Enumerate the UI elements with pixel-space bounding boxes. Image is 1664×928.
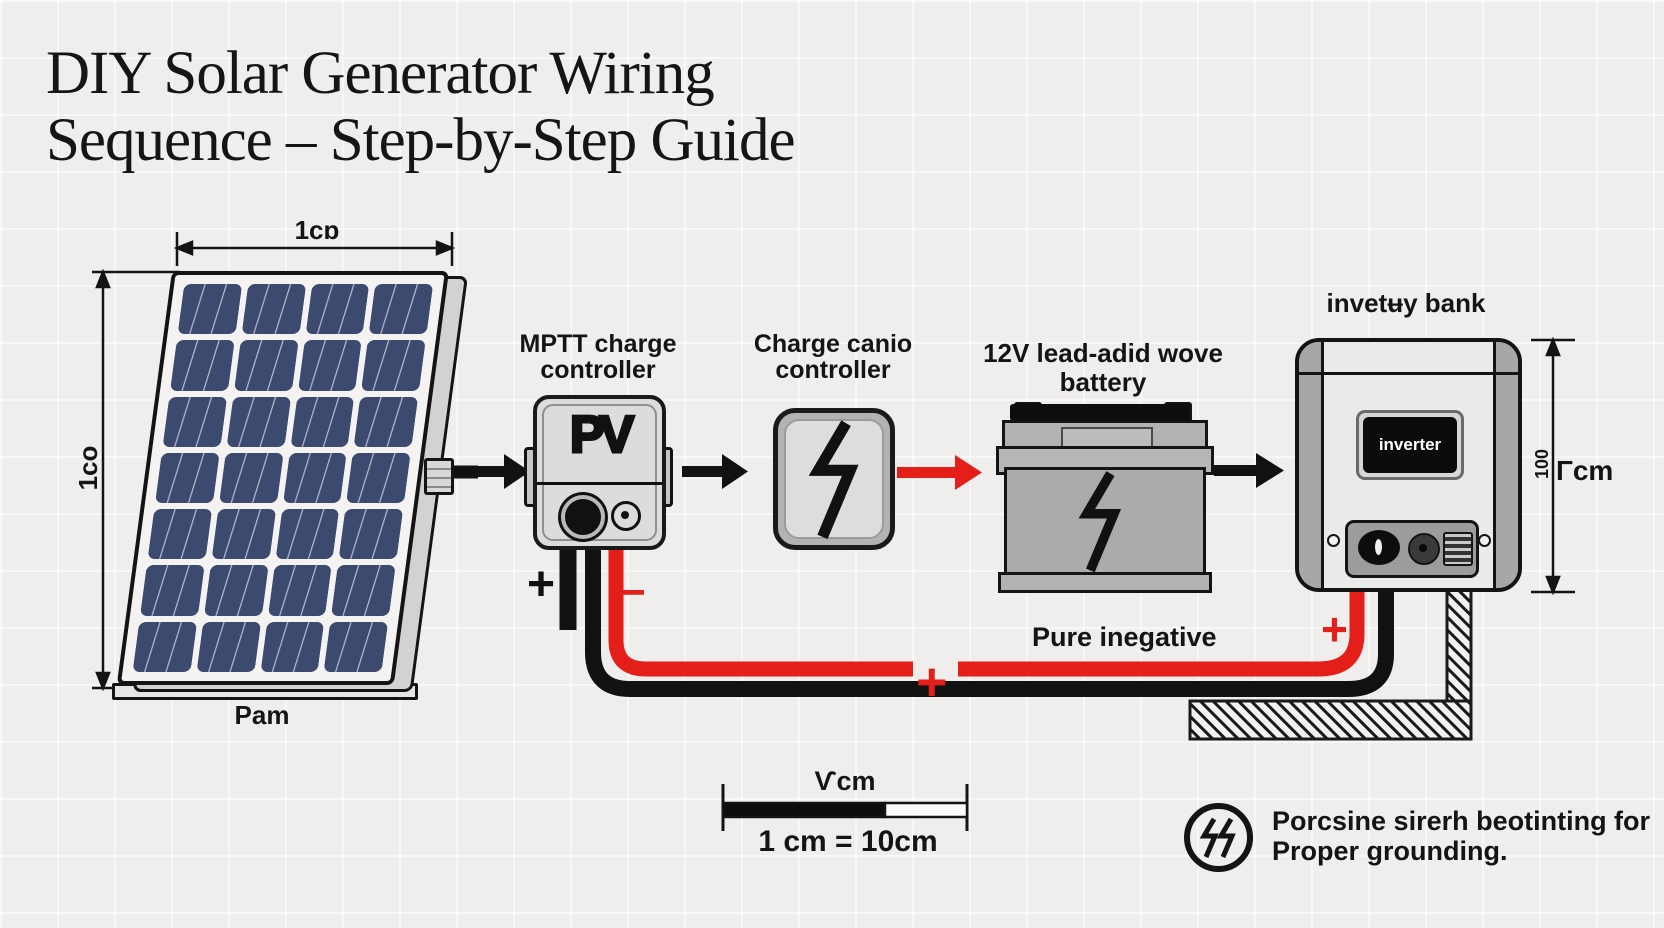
inverter-label: invetʉy bank	[1326, 288, 1486, 318]
negative-wire-label: Pure inegative	[1032, 622, 1217, 652]
solar-cell	[305, 284, 370, 335]
title-line-2: Sequence – Step-by-Step Guide	[46, 107, 796, 174]
solar-cell	[132, 621, 197, 672]
inverter-control-panel	[1345, 520, 1479, 578]
scale-bar-label: Ѵcm	[814, 766, 876, 796]
solar-panel-junction-box	[424, 458, 454, 495]
mppt-label-line-2: controller	[540, 356, 656, 384]
mppt-label-line-1: MPTT charge	[519, 330, 677, 358]
inverter-screen: inverter	[1363, 417, 1457, 473]
grounding-note-line-2: Proper grounding.	[1272, 836, 1508, 866]
solar-cell	[275, 509, 340, 560]
flow-arrow-3	[1214, 453, 1284, 488]
charge-controller	[773, 408, 895, 550]
solar-cell	[331, 565, 396, 616]
inverter-vent-icon	[1443, 532, 1473, 566]
inverter-screw-right	[1478, 534, 1491, 547]
solar-cell	[259, 621, 325, 672]
solar-cell	[177, 284, 243, 335]
solar-cell	[346, 452, 411, 504]
flow-arrow-2	[682, 454, 748, 489]
panel-height-label: 1co	[72, 445, 103, 491]
inverter: inverter	[1295, 338, 1522, 592]
battery-label-line-2: battery	[1059, 367, 1147, 397]
mppt-plus-sign: +	[527, 558, 556, 611]
solar-cell	[323, 621, 389, 672]
solar-cell	[233, 340, 299, 391]
inverter-screw-left	[1327, 534, 1340, 547]
solar-cell	[170, 340, 235, 391]
solar-cell	[140, 565, 205, 616]
negative-wire-black	[585, 545, 1394, 697]
mppt-divider	[537, 482, 662, 485]
mppt-minus-sign: −	[620, 568, 646, 617]
battery-label: 12V lead-adid wove battery	[968, 339, 1238, 397]
grounding-note: Porcsine sirerh beotinting for Proper gr…	[1272, 806, 1650, 866]
grounding-note-line-1: Porcsine sirerh beotinting for	[1272, 806, 1651, 836]
panel-caption: Pam	[234, 700, 290, 730]
inverter-top-seam	[1299, 372, 1518, 375]
scale-bar-caption: 1 cm = 10cm	[758, 825, 938, 858]
solar-cell	[297, 340, 363, 391]
inverter-screen-frame: inverter	[1356, 410, 1464, 480]
page-title: DIY Solar Generator Wiring Sequence – St…	[46, 40, 796, 174]
solar-cell	[162, 396, 227, 447]
solar-cell	[196, 621, 261, 672]
title-line-1: DIY Solar Generator Wiring	[46, 40, 715, 107]
solar-cell	[203, 565, 269, 616]
solar-cell	[338, 509, 404, 560]
solar-cell	[290, 396, 355, 447]
solar-cell	[218, 452, 284, 504]
solar-cell	[155, 452, 220, 504]
solar-cell	[361, 340, 426, 391]
positive-wire-red-left	[608, 545, 913, 677]
inverter-dim-label: Γcm	[1556, 455, 1614, 486]
charge-controller-label-line-2: controller	[775, 356, 891, 384]
battery-handle	[1010, 404, 1190, 421]
flow-arrow-1	[472, 454, 530, 489]
grounding-warning-icon	[1184, 803, 1253, 872]
solar-panel-cells	[132, 284, 434, 672]
charge-controller-label-line-1: Charge canio	[753, 330, 913, 358]
battery-body	[1004, 467, 1206, 580]
mppt-knob-large	[561, 495, 605, 539]
mppt-charge-controller: PV	[533, 395, 666, 550]
mppt-faceplate	[542, 404, 657, 541]
battery-base	[998, 572, 1212, 593]
battery-lightning-icon	[1078, 471, 1122, 573]
inverter-left-band	[1299, 342, 1324, 588]
inverter-knob-icon	[1358, 530, 1400, 565]
solar-cell	[147, 509, 212, 560]
solar-cell	[267, 565, 332, 616]
double-lightning-icon	[1199, 817, 1236, 858]
junction-plus-sign: +	[916, 652, 948, 712]
solar-panel	[116, 271, 449, 685]
lightning-bolt-icon	[808, 420, 859, 539]
solar-cell	[226, 396, 291, 447]
solar-cell	[282, 452, 347, 504]
inverter-button-icon	[1408, 533, 1440, 565]
solar-cell	[211, 509, 276, 560]
solar-cell	[353, 396, 419, 447]
mppt-knob-small	[611, 501, 641, 531]
mppt-label: MPTT charge controller	[498, 331, 698, 383]
panel-width-label: 1cɒ	[294, 215, 340, 245]
solar-cell	[368, 284, 434, 335]
charge-controller-label: Charge canio controller	[733, 331, 933, 383]
inverter-right-band	[1493, 342, 1518, 588]
mppt-pv-logo: PV	[568, 405, 635, 466]
battery-label-line-1: 12V lead-adid wove	[983, 338, 1223, 368]
flow-arrow-red	[897, 455, 982, 490]
inverter-plus-sign: +	[1321, 603, 1348, 655]
solar-cell	[241, 284, 306, 335]
